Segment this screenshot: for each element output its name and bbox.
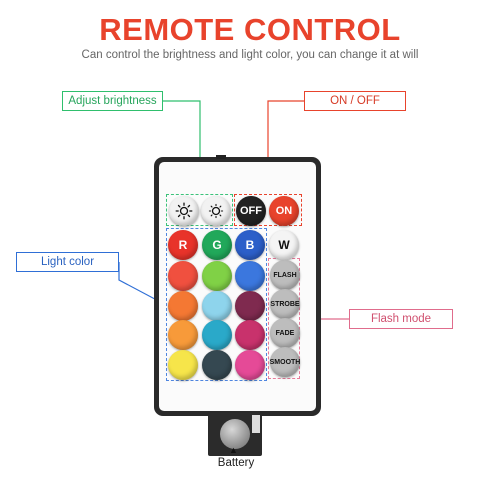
light-color-label: Light color [16, 252, 119, 272]
light-connector [118, 262, 169, 307]
color-swatch-button[interactable] [202, 320, 232, 350]
on-button[interactable]: ON [269, 196, 299, 226]
color-swatch-button[interactable] [235, 320, 265, 350]
red-button[interactable]: R [168, 230, 198, 260]
color-swatch-button[interactable] [202, 350, 232, 380]
battery-tab [252, 415, 260, 433]
fade-button[interactable]: FADE [270, 318, 300, 348]
green-button[interactable]: G [202, 230, 232, 260]
color-swatch-button[interactable] [235, 261, 265, 291]
blue-button[interactable]: B [235, 230, 265, 260]
brightness-group-frame [166, 194, 233, 226]
color-swatch-button[interactable] [168, 261, 198, 291]
remote-notch [216, 155, 226, 159]
sun-icon [208, 203, 224, 219]
sun-icon [175, 202, 193, 220]
off-button[interactable]: OFF [236, 196, 266, 226]
on-off-label: ON / OFF [304, 91, 406, 111]
page-title: REMOTE CONTROL [99, 12, 401, 47]
smooth-button[interactable]: SMOOTH [270, 347, 300, 377]
color-swatch-button[interactable] [235, 291, 265, 321]
color-swatch-button[interactable] [168, 350, 198, 380]
page-subtitle: Can control the brightness and light col… [81, 49, 419, 61]
strobe-button[interactable]: STROBE [270, 289, 300, 319]
flash-mode-label: Flash mode [349, 309, 453, 329]
color-swatch-button[interactable] [168, 291, 198, 321]
white-button[interactable]: W [269, 230, 299, 260]
battery-arrow-icon: ▲ [229, 445, 238, 455]
brightness-up-button[interactable] [169, 196, 199, 226]
color-swatch-button[interactable] [202, 261, 232, 291]
adjust-brightness-label: Adjust brightness [62, 91, 163, 111]
flash-button[interactable]: FLASH [270, 260, 300, 290]
battery-cell [220, 419, 250, 449]
color-swatch-button[interactable] [235, 350, 265, 380]
color-swatch-button[interactable] [202, 291, 232, 321]
color-swatch-button[interactable] [168, 320, 198, 350]
brightness-down-button[interactable] [201, 196, 231, 226]
color-group-frame [166, 228, 267, 381]
onoff-group-frame [234, 194, 302, 226]
battery-compartment[interactable] [208, 413, 262, 456]
battery-label: Battery [217, 457, 255, 469]
